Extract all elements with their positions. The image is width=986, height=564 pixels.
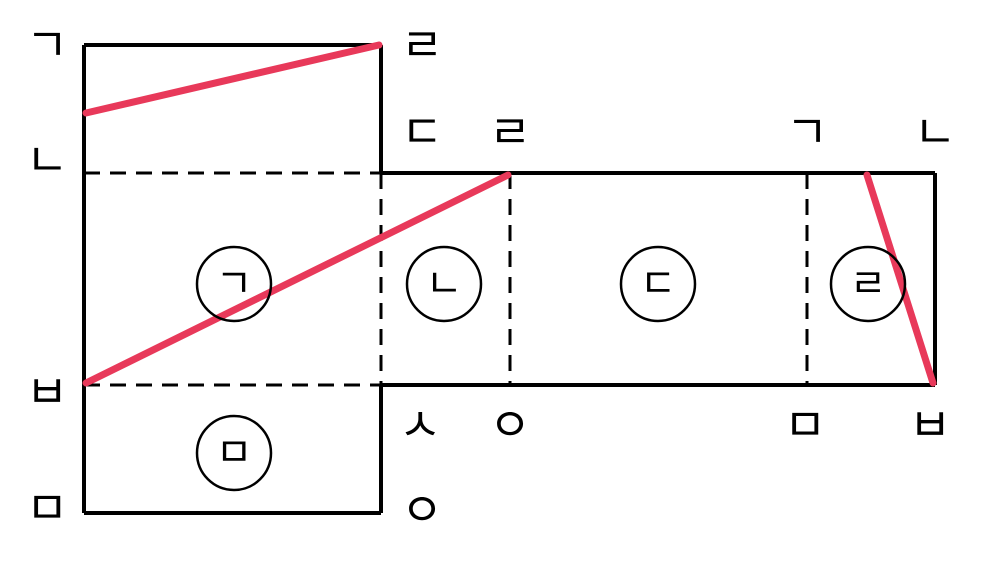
face-label-4: ㄹ — [850, 261, 887, 307]
vertex-label-strip-bottom-4: ㅂ — [909, 398, 951, 452]
cut-lines — [82, 41, 937, 387]
red-line-diagonal — [82, 171, 512, 387]
vertex-label-strip-bottom-1: ㅅ — [399, 398, 441, 452]
face-label-2: ㄴ — [426, 261, 463, 307]
face-circle-1 — [195, 245, 273, 323]
vertex-label-strip-top-2: ㄹ — [489, 105, 531, 159]
vertex-label-strip-top-4: ㄴ — [914, 105, 956, 159]
face-circle-5 — [195, 414, 273, 492]
face-circle-3 — [619, 245, 697, 323]
vertex-label-top-left: ㄱ — [26, 18, 68, 72]
face-label-1: ㄱ — [216, 261, 253, 307]
net-outline — [82, 43, 937, 515]
face-labels: ㄱ ㄴ ㄷ ㄹ ㅁ — [216, 261, 887, 476]
vertex-label-strip-bottom-2: ㅇ — [489, 398, 531, 452]
face-label-5: ㅁ — [216, 430, 253, 476]
face-circle-2 — [405, 245, 483, 323]
fold-lines — [84, 171, 809, 387]
vertex-label-strip-bottom-3: ㅁ — [784, 398, 826, 452]
vertex-label-bottom-left: ㅁ — [26, 481, 68, 535]
vertex-label-bottom-right: ㅇ — [401, 483, 443, 537]
face-circle-4 — [829, 245, 907, 323]
vertex-label-left-upper: ㄴ — [26, 133, 68, 187]
face-label-3: ㄷ — [640, 261, 677, 307]
vertex-label-strip-top-1: ㄷ — [401, 105, 443, 159]
red-line-right — [863, 171, 937, 387]
vertex-label-strip-top-3: ㄱ — [786, 105, 828, 159]
vertex-label-top-right: ㄹ — [401, 18, 443, 72]
vertex-labels: ㄱ ㄹ ㄴ ㅂ ㅁ ㄷ ㄹ ㄱ ㄴ ㅅ ㅇ ㅁ ㅂ ㅇ — [26, 18, 956, 537]
face-circles — [195, 245, 907, 492]
vertex-label-left-lower: ㅂ — [26, 365, 68, 419]
red-line-top — [82, 41, 383, 117]
